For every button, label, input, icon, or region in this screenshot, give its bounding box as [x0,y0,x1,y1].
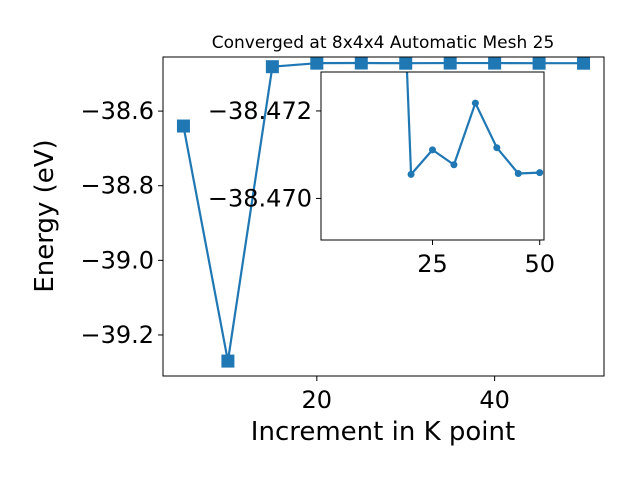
main-axes-frame [162,56,605,377]
inset-x-ticks: 25 50 [417,240,555,278]
main-data-point [532,57,546,70]
main-y-tick-label: −39.0 [80,246,154,274]
inset-data-point [471,99,479,107]
main-data-point [577,57,591,70]
main-data-point [399,57,413,70]
inset-x-tick-label: 25 [417,250,448,278]
main-data-point [265,60,279,74]
inset-axes-frame [320,71,545,241]
main-y-tick-label: −39.2 [80,321,154,349]
inset-data-point [514,170,522,177]
inset-data-point [407,170,415,178]
inset-data-point [493,144,501,152]
main-y-tick-label: −38.6 [80,97,154,125]
main-data-point [310,57,324,70]
inset-y-tick-label: −38.470 [208,184,312,212]
inset-x-tick-label: 50 [524,250,555,278]
main-data-point [221,354,235,368]
main-y-tick-label: −38.8 [80,172,154,200]
inset-data-point [536,169,544,177]
inset-plot-background [321,72,544,240]
main-series-line [182,61,584,363]
inset-y-tick-label: −38.472 [208,97,312,125]
main-series [176,57,591,368]
inset-series-line [405,72,540,176]
main-data-point [488,57,502,70]
inset-axes: 25 50 −38.470 −38.472 [208,71,555,278]
main-data-point [443,57,457,70]
main-x-tick-label: 40 [479,386,510,414]
main-y-ticks: −39.2 −39.0 −38.8 −38.6 [80,97,163,349]
main-data-point [354,57,368,70]
inset-data-point [429,146,436,154]
main-data-point [176,119,190,133]
y-axis-label: Energy (eV) [30,139,60,292]
main-x-tick-label: 20 [302,386,333,414]
x-axis-label: Increment in K point [251,417,515,447]
chart-title: Converged at 8x4x4 Automatic Mesh 25 [212,33,555,53]
inset-y-ticks: −38.470 −38.472 [208,97,321,212]
inset-series [405,72,544,178]
inset-data-point [450,161,458,169]
